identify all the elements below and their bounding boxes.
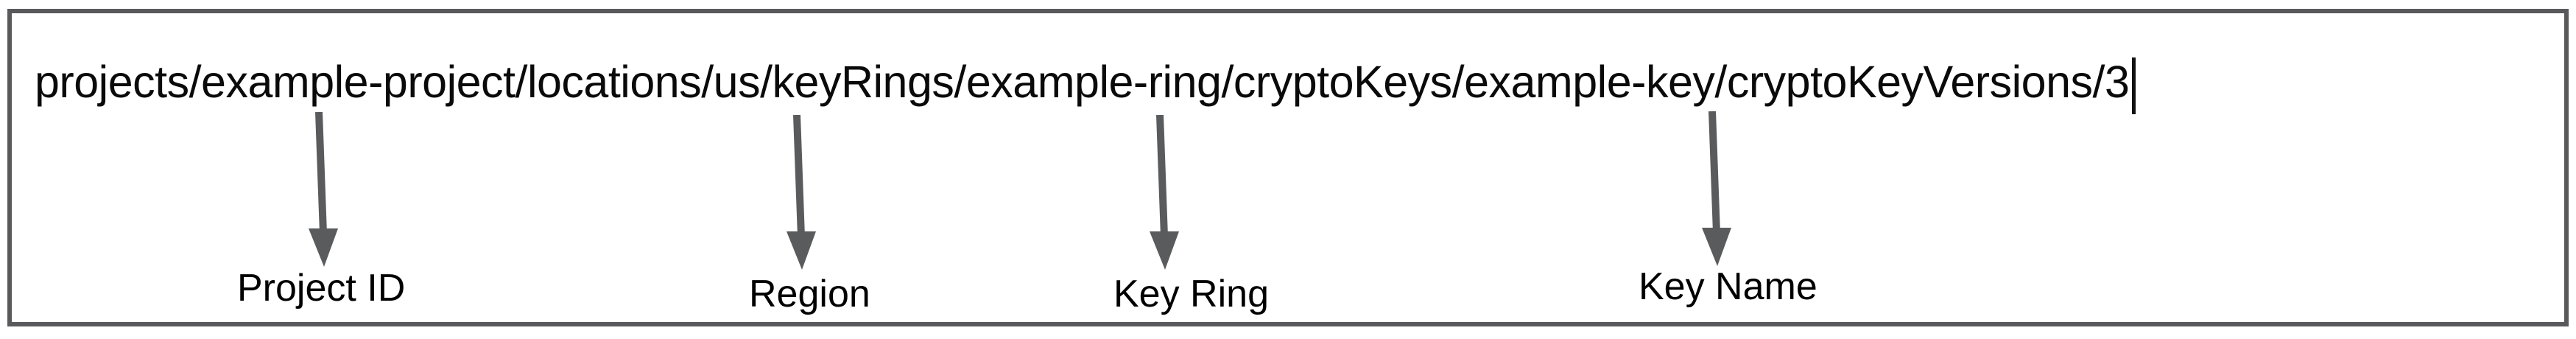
- label-key-ring: Key Ring: [1113, 273, 1269, 315]
- resource-path-field[interactable]: projects/example-project/locations/us/ke…: [7, 9, 2569, 326]
- arrow-down-icon-key-ring: [1150, 115, 1179, 270]
- label-region: Region: [749, 273, 870, 315]
- arrow-down-icon-project-id: [309, 112, 338, 267]
- label-project-id: Project ID: [237, 267, 406, 310]
- label-key-name: Key Name: [1639, 265, 1817, 308]
- resource-path-value: projects/example-project/locations/us/ke…: [35, 57, 2130, 107]
- arrow-down-icon-key-name: [1702, 111, 1731, 266]
- arrow-down-icon-region: [786, 115, 816, 270]
- resource-path-text[interactable]: projects/example-project/locations/us/ke…: [35, 57, 2136, 114]
- text-cursor-caret: [2132, 57, 2136, 114]
